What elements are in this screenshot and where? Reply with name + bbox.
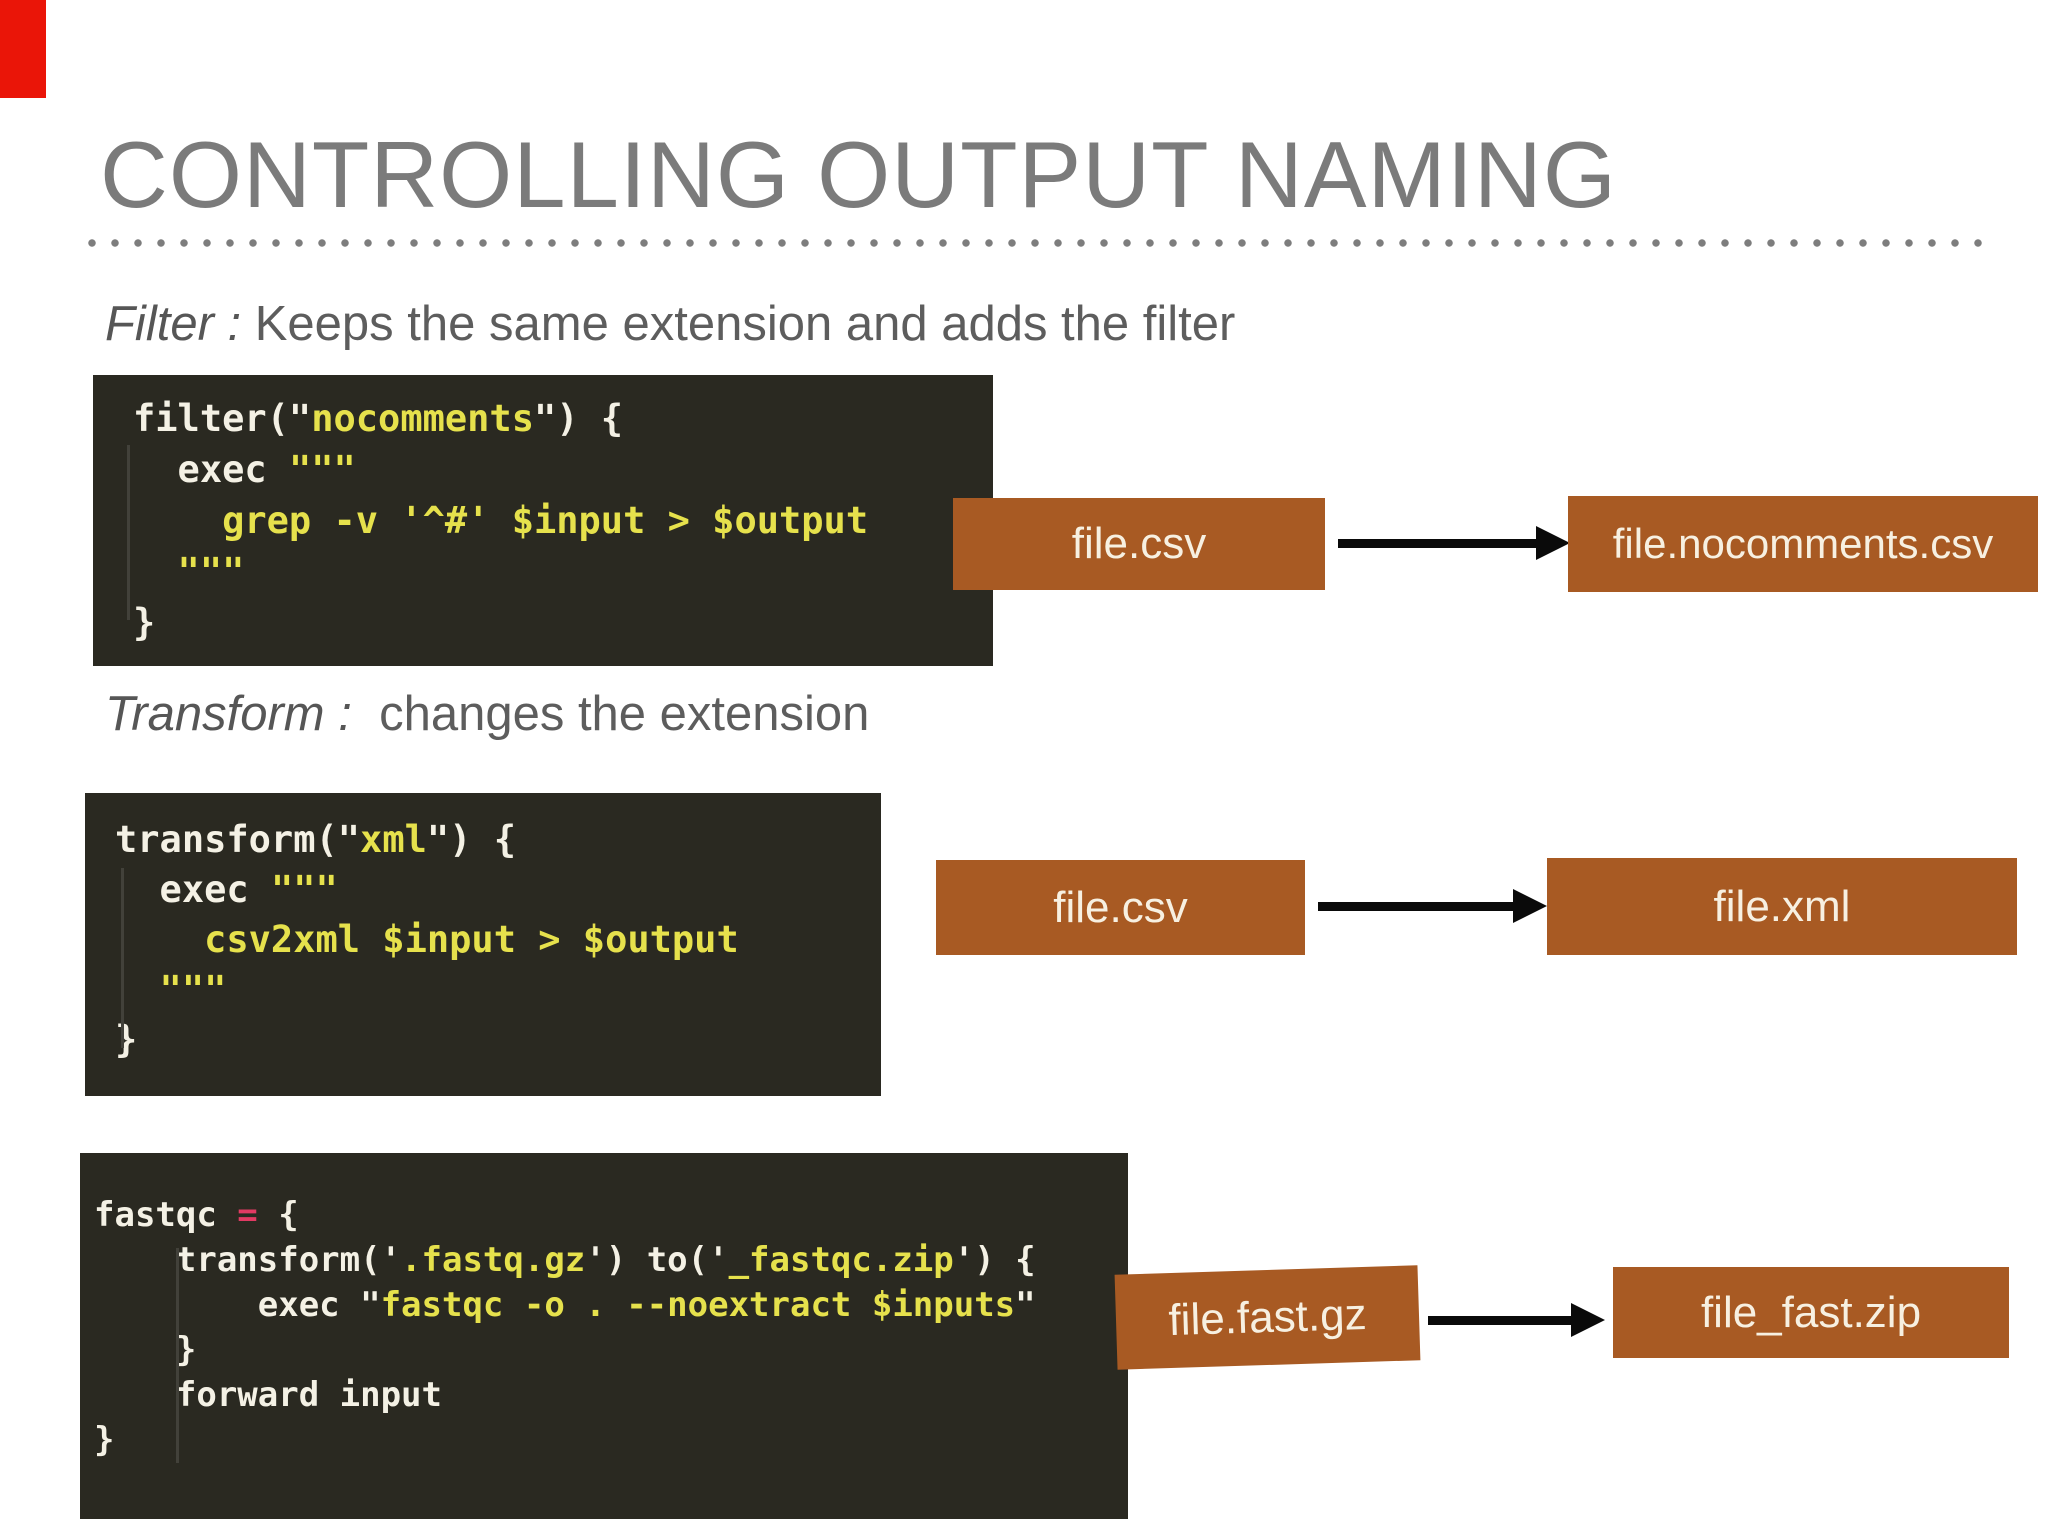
indent-guide bbox=[176, 1248, 179, 1463]
transform-code-block: transform("xml") { exec """ csv2xml $inp… bbox=[85, 793, 881, 1096]
page-title: CONTROLLING OUTPUT NAMING bbox=[100, 122, 1617, 227]
flow-output-box: file.xml bbox=[1547, 858, 2017, 955]
flow-arrow-icon bbox=[1428, 1303, 1605, 1337]
filter-heading: Filter : Keeps the same extension and ad… bbox=[105, 296, 1235, 352]
flow-output-box: file.nocomments.csv bbox=[1568, 496, 2038, 592]
arrow-head bbox=[1571, 1303, 1605, 1337]
red-corner-marker bbox=[0, 0, 46, 98]
arrow-shaft bbox=[1318, 901, 1513, 911]
arrow-head bbox=[1536, 526, 1570, 560]
indent-guide bbox=[121, 868, 124, 1048]
filter-code-block: filter("nocomments") { exec """ grep -v … bbox=[93, 375, 993, 666]
flow-arrow-icon bbox=[1338, 526, 1570, 560]
flow-input-box: file.csv bbox=[936, 860, 1305, 955]
arrow-shaft bbox=[1428, 1315, 1571, 1325]
fastqc-code-block: fastqc = { transform('.fastq.gz') to('_f… bbox=[80, 1153, 1128, 1519]
filter-heading-prefix: Filter : bbox=[105, 297, 242, 351]
flow-input-box: file.fast.gz bbox=[1114, 1265, 1421, 1370]
flow-output-box: file_fast.zip bbox=[1613, 1267, 2009, 1358]
transform-heading-text: changes the extension bbox=[351, 687, 870, 741]
flow-arrow-icon bbox=[1318, 889, 1547, 923]
transform-heading: Transform : changes the extension bbox=[105, 686, 869, 742]
flow-input-box: file.csv bbox=[953, 498, 1325, 590]
filter-heading-text: Keeps the same extension and adds the fi… bbox=[241, 297, 1236, 351]
dotted-divider bbox=[88, 238, 1990, 248]
indent-guide bbox=[127, 445, 130, 620]
arrow-shaft bbox=[1338, 538, 1536, 548]
arrow-head bbox=[1513, 889, 1547, 923]
transform-heading-prefix: Transform : bbox=[105, 687, 352, 741]
